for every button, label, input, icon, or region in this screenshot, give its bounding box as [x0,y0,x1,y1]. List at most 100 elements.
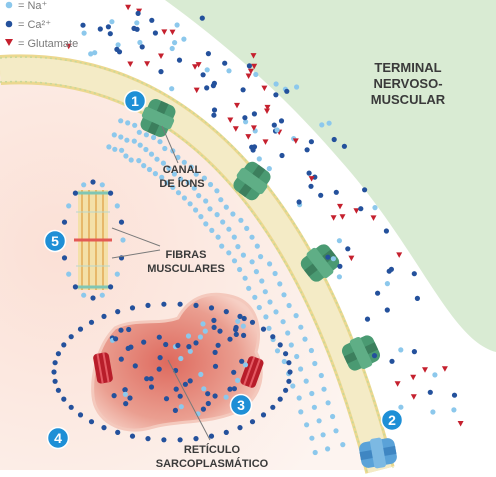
sodium-ion [160,160,166,166]
calcium-ion [178,404,184,410]
calcium-ion [52,360,58,366]
sodium-ion [296,395,302,401]
calcium-ion [118,356,124,362]
sodium-ion [249,259,255,265]
glutamate-molecule [158,53,164,59]
step-1-badge: 1 [123,89,147,113]
calcium-ion [212,349,218,355]
calcium-ion [227,336,233,342]
sodium-ion [171,171,177,177]
step-5-badge: 5 [43,229,67,253]
calcium-ion [211,317,217,323]
calcium-ion [217,328,223,334]
glutamate-molecule [292,138,299,144]
sodium-ion [61,255,68,261]
sodium-ion [290,383,296,389]
sodium-ion [136,129,142,135]
calcium-ion [411,349,417,355]
reticulo-label: RETÍCULO SARCOPLASMÁTICO [156,443,269,470]
sodium-ion [66,271,72,277]
sodium-ion [309,390,315,397]
sodium-ion [154,156,160,162]
calcium-ion [270,404,276,410]
glutamate-molecule [457,421,464,427]
calcium-ion [451,392,458,398]
calcium-ion [337,263,343,269]
step-4-badge: 4 [46,426,70,450]
sodium-ion [175,190,182,196]
calcium-ion [205,391,211,397]
sodium-ion [318,372,324,379]
sodium-ion [187,201,193,207]
sodium-ion [66,203,72,209]
calcium-ion [284,88,290,94]
glutamate-molecule [410,374,417,381]
sodium-ion [254,243,260,249]
sodium-ion [112,146,118,152]
calcium-ion [199,15,205,21]
sodium-ion [304,422,310,428]
sodium-ion [118,219,125,225]
calcium-ion [197,334,203,340]
calcium-ion [129,433,136,439]
legend: = Na⁺ = Ca²⁺ = Glutamate [5,0,78,50]
glutamate-molecule [65,43,72,50]
calcium-ion [233,326,239,333]
sodium-ion [143,132,149,138]
sodium-ion [242,275,248,281]
sodium-ion [209,227,215,233]
callout-lines [111,125,211,441]
calcium-ion [145,302,151,308]
glutamate-molecule [193,87,200,94]
calcium-ion [172,407,178,413]
sodium-ion [340,442,346,448]
calcium-ion [273,92,279,98]
sodium-ion [294,84,300,90]
sodium-ion [72,190,78,196]
sodium-ion [92,50,98,56]
step-3-badge: 3 [229,393,253,417]
sodium-ion [272,270,278,277]
sodium-ion [398,404,404,410]
calcium-ion [286,360,292,366]
light-blue-dot-icon [5,1,13,9]
glutamate-molecule [127,61,134,67]
terminal-line-3: MUSCULAR [371,92,446,107]
sodium-ion [253,269,259,275]
calcium-ion [249,419,256,425]
sodium-ion [240,252,246,258]
calcium-ion [158,69,164,75]
glutamate-molecule [394,381,401,387]
sodium-ion [203,198,209,204]
terminal-label: TERMINAL NERVOSO- MUSCULAR [371,60,446,107]
calcium-ion [193,340,199,346]
sodium-ion [219,243,225,249]
reticulo-line-2: SARCOPLASMÁTICO [156,457,269,470]
sodium-ion [141,163,147,169]
sodium-ion [262,289,268,295]
canal-line-1: CANAL [163,164,202,176]
ion-channel-2 [233,161,271,201]
ion-channel-4 [341,335,381,371]
terminal-line-1: TERMINAL [374,60,441,75]
calcium-ion [304,147,310,153]
fibras-label: FIBRAS MUSCULARES [147,249,225,275]
sodium-ion [325,446,331,452]
calcium-ion [128,344,134,350]
calcium-ion [222,60,228,66]
calcium-ion [411,271,417,277]
calcium-ion [157,355,163,361]
glutamate-molecule [144,61,151,67]
sodium-ion [336,238,342,244]
sodium-ion [106,144,112,150]
sodium-ion [146,166,153,173]
calcium-ion [163,341,169,348]
sodium-ion [166,165,172,171]
sodium-ion [118,134,124,140]
sodium-ion [267,299,273,305]
sodium-ion [159,174,165,180]
calcium-ion [51,369,57,375]
calcium-ion [223,394,229,400]
sodium-ion [188,164,194,170]
